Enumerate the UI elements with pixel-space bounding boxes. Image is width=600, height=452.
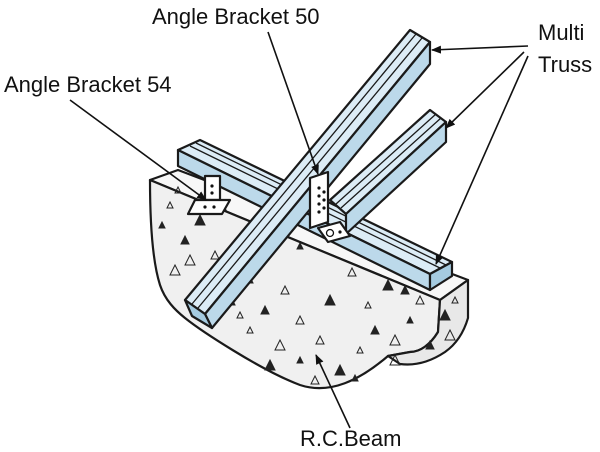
bracket-50-upright (308, 170, 330, 230)
concrete-speckle (174, 185, 182, 194)
label-rc-beam: R.C.Beam (300, 426, 401, 451)
concrete-speckle (324, 293, 336, 306)
concrete-speckle (158, 220, 166, 229)
leader-angle-bracket-50 (267, 31, 319, 175)
rear-truss-side (344, 120, 448, 236)
concrete-speckle (246, 325, 254, 334)
concrete-speckle (315, 334, 325, 345)
main-truss-channel (191, 33, 423, 309)
bracket-54-base (186, 198, 232, 216)
concrete-speckle (382, 278, 394, 291)
concrete-speckle (356, 345, 364, 354)
rc-beam-end-face (386, 278, 470, 366)
concrete-speckle (280, 284, 290, 295)
concrete-speckle (389, 353, 401, 366)
rear-truss (328, 108, 448, 236)
concrete-speckle (295, 314, 305, 325)
concrete-speckle (296, 241, 304, 250)
concrete-speckle (210, 249, 220, 260)
angle-bracket-50 (308, 170, 352, 244)
concrete-speckle (169, 263, 181, 276)
concrete-speckle (400, 284, 410, 295)
leader-multi-truss-2 (445, 51, 525, 129)
rear-truss-channel (335, 113, 442, 209)
concrete-speckle (236, 310, 244, 319)
concrete-speckle (425, 339, 435, 350)
label-angle-bracket-50: Angle Bracket 50 (152, 4, 320, 29)
leader-multi-truss-3 (435, 55, 529, 265)
concrete-speckle (406, 315, 414, 324)
concrete-speckle (274, 338, 286, 351)
concrete-speckle (351, 373, 359, 382)
base-truss-end (428, 260, 454, 292)
concrete-speckle (364, 300, 372, 309)
label-multi-truss-line1: Multi (538, 20, 584, 45)
angle-bracket-54 (186, 174, 232, 216)
concrete-speckle (194, 213, 206, 226)
label-multi-truss-line2: Truss (538, 52, 592, 77)
concrete-speckle (180, 234, 190, 245)
concrete-speckle (439, 308, 451, 321)
concrete-speckle (370, 324, 380, 335)
concrete-speckle (347, 266, 357, 277)
leader-angle-bracket-54 (69, 99, 207, 201)
concrete-speckle (296, 355, 304, 364)
bracket-54-upright (203, 174, 222, 202)
concrete-speckle (389, 333, 401, 346)
concrete-speckle (264, 358, 276, 371)
concrete-speckle (444, 328, 456, 341)
concrete-speckle (334, 363, 346, 376)
label-angle-bracket-54: Angle Bracket 54 (4, 72, 172, 97)
leader-rc-beam (315, 354, 351, 429)
leader-multi-truss-1 (431, 45, 529, 54)
concrete-speckle (451, 295, 459, 304)
concrete-speckle (166, 200, 174, 209)
concrete-speckle (260, 304, 270, 315)
concrete-speckle (310, 374, 320, 385)
concrete-speckle (184, 253, 196, 266)
concrete-speckle (415, 294, 425, 305)
main-truss-end (183, 298, 214, 330)
